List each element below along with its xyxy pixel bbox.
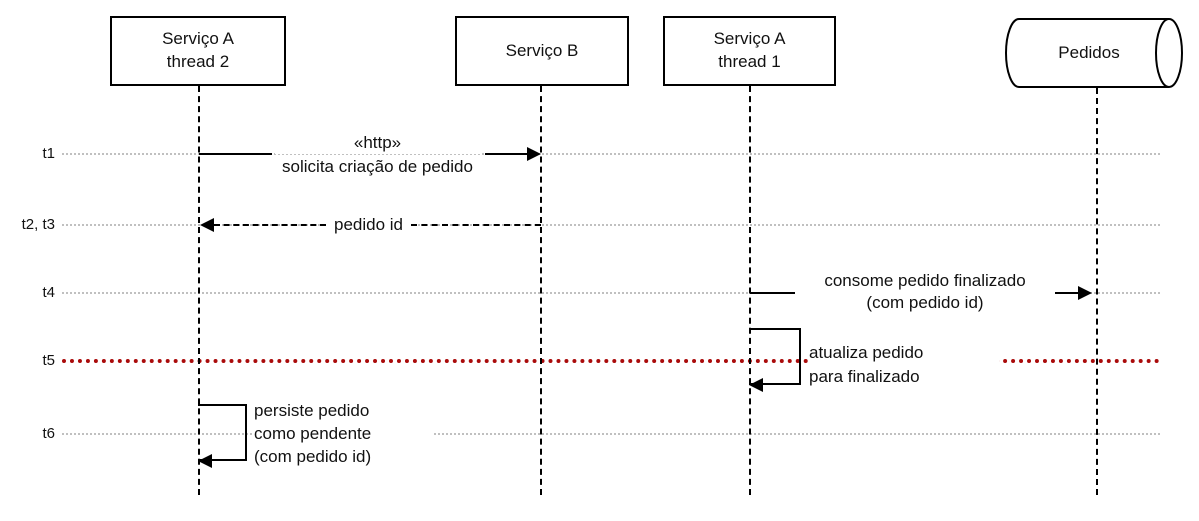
participant-name-line1: Serviço A — [162, 29, 234, 49]
message-label-persiste-pedido-line2: como pendente — [254, 423, 434, 445]
gridline-t6 — [62, 433, 1160, 435]
gridline-t5 — [62, 359, 1160, 363]
gridline-t2t3 — [62, 224, 1160, 226]
message-label-consome-pedido-line2: (com pedido id) — [795, 292, 1055, 314]
lifeline-servico-b — [540, 86, 542, 495]
message-label-pedido-id: pedido id — [326, 214, 411, 236]
message-line-solicita-criacao-right — [485, 153, 531, 155]
message-line-pedido-id-left — [214, 224, 326, 226]
participant-pedidos[interactable]: Pedidos — [1005, 18, 1183, 88]
arrowhead-pedido-id — [200, 218, 214, 232]
participant-name-line1: Pedidos — [1058, 43, 1120, 62]
participant-servico-a-thread-2[interactable]: Serviço A thread 2 — [110, 16, 286, 86]
time-label-t2t3: t2, t3 — [21, 216, 55, 233]
message-label-atualiza-pedido-line1: atualiza pedido — [809, 342, 999, 364]
message-line-consome-pedido-right — [1038, 292, 1081, 294]
arrowhead-atualiza-pedido — [749, 378, 763, 392]
message-label-solicita-criacao-stereotype: «http» — [275, 132, 480, 154]
participant-name-line1: Serviço A — [713, 29, 786, 49]
participant-servico-b[interactable]: Serviço B — [455, 16, 629, 86]
participant-name-line1: Serviço B — [505, 40, 579, 60]
time-label-t6: t6 — [42, 425, 55, 442]
arrowhead-solicita-criacao — [527, 147, 541, 161]
time-label-t4: t4 — [42, 284, 55, 301]
message-line-pedido-id-right — [411, 224, 541, 226]
self-message-loop-persiste-pedido — [198, 404, 247, 461]
message-label-persiste-pedido-line3: (com pedido id) — [254, 446, 434, 468]
lifeline-servico-a-thread-1 — [749, 86, 751, 495]
message-line-consome-pedido-left — [750, 292, 810, 294]
database-cylinder-icon — [1005, 18, 1183, 88]
gridline-t4 — [62, 292, 1160, 294]
participant-servico-a-thread-1[interactable]: Serviço A thread 1 — [663, 16, 836, 86]
lifeline-pedidos — [1096, 88, 1098, 495]
self-message-loop-atualiza-pedido — [749, 328, 801, 385]
message-line-solicita-criacao-left — [199, 153, 272, 155]
arrowhead-persiste-pedido — [198, 454, 212, 468]
participant-name-line2: thread 2 — [166, 52, 230, 71]
time-label-t1: t1 — [42, 145, 55, 162]
message-label-persiste-pedido-line1: persiste pedido — [254, 400, 434, 422]
message-label-consome-pedido-line1: consome pedido finalizado — [795, 270, 1055, 292]
time-label-t5: t5 — [42, 352, 55, 369]
message-label-atualiza-pedido-line2: para finalizado — [809, 366, 999, 388]
gridline-t1 — [62, 153, 1160, 155]
participant-name-line2: thread 1 — [718, 52, 781, 71]
lifeline-servico-a-thread-2 — [198, 86, 200, 495]
arrowhead-consome-pedido — [1078, 286, 1092, 300]
message-label-solicita-criacao: solicita criação de pedido — [245, 156, 510, 178]
